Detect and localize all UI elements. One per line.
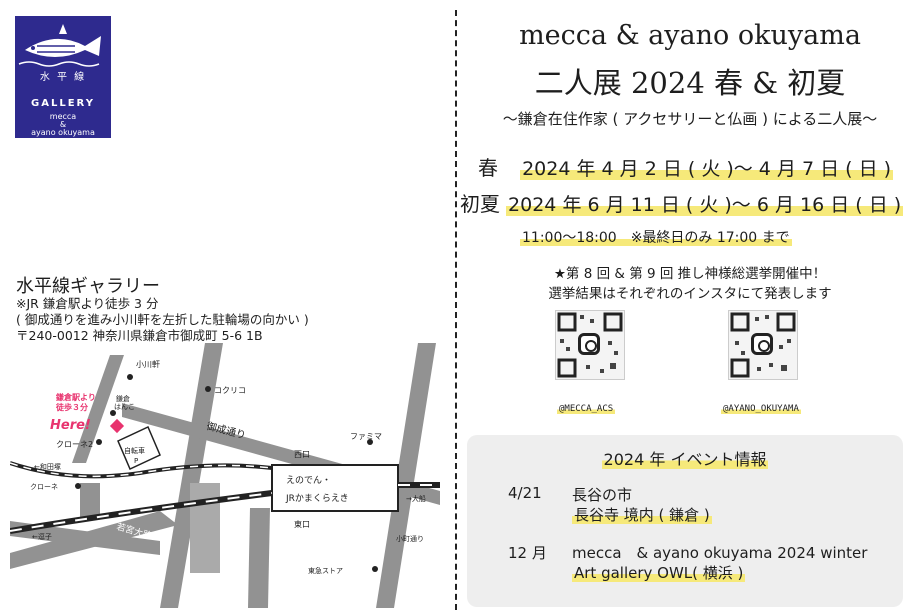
instagram-handle-ayano[interactable]: @AYANO_OKUYAMA	[721, 404, 801, 414]
bicycle-parking	[117, 425, 161, 471]
marker-familymart	[367, 439, 373, 445]
period-summer: 初夏 2024 年 6 月 11 日 ( 火 )〜 6 月 16 日 ( 日 )	[460, 188, 904, 217]
marker-hanko	[110, 410, 116, 416]
marker-tokyu	[372, 566, 378, 572]
period-dates: 2024 年 4 月 2 日 ( 火 )〜 4 月 7 日 ( 日 )	[520, 158, 894, 180]
label-to-wadazuka: ←和田塚	[34, 462, 61, 471]
event-place: Art gallery OWL( 横浜 )	[572, 562, 746, 583]
fish-icon	[18, 24, 101, 67]
instagram-icon	[578, 333, 600, 355]
label-komachi: 小町通り	[396, 534, 424, 543]
gallery-logo: 水 平 線 GALLERY mecca & ayano okuyama	[15, 16, 111, 138]
events-title: 2024 年 イベント情報	[467, 446, 903, 470]
logo-line1: mecca	[49, 112, 77, 121]
marker-clone	[75, 483, 81, 489]
marker-clone2	[96, 439, 102, 445]
label-bicycle-2: P	[134, 457, 138, 465]
event-date: 4/21	[508, 484, 542, 502]
label-east-exit: 東口	[294, 519, 310, 529]
label-from-station-1: 鎌倉駅より	[55, 392, 96, 402]
handle-text: @AYANO_OKUYAMA	[721, 404, 801, 414]
label-clone: クローネ	[30, 483, 58, 491]
label-here: Here!	[50, 418, 91, 433]
marker-ogawaken	[127, 374, 133, 380]
label-hanko-2: はんこ	[114, 403, 135, 411]
logo-line2: &	[59, 120, 67, 129]
label-kokuriko: コクリコ	[214, 386, 246, 395]
label-to-ofuna: →大船	[406, 494, 426, 503]
instagram-icon	[751, 333, 773, 355]
label-jr: JRかまくらえき	[285, 493, 349, 504]
hours-text: 11:00〜18:00 ※最終日のみ 17:00 まで	[520, 230, 792, 246]
events-title-text: 2024 年 イベント情報	[601, 450, 769, 469]
period-label: 春	[478, 156, 498, 180]
qr-pattern	[557, 312, 623, 378]
label-familymart: ファミマ	[350, 432, 382, 441]
notice-line-2: 選挙結果はそれぞれのインスタにて発表します	[548, 286, 832, 302]
label-from-station-2: 徒歩３分	[55, 402, 88, 412]
label-clone2: クローネ2	[56, 440, 93, 449]
gallery-name: 水平線ギャラリー	[16, 276, 160, 297]
event-name: 長谷の市	[572, 486, 633, 504]
gallery-directions: ( 御成通りを進み小川軒を左折した駐輪場の向かい )	[16, 312, 309, 327]
label-hanko-1: 鎌倉	[116, 394, 130, 403]
logo-line3: ayano okuyama	[31, 128, 95, 137]
event-place-text: 長谷寺 境内 ( 鎌倉 )	[572, 506, 712, 524]
marker-kokuriko	[205, 386, 211, 392]
label-bicycle-1: 自転車	[124, 446, 145, 455]
station-box	[271, 464, 399, 512]
dashed-divider	[455, 10, 457, 610]
logo-gallery: GALLERY	[31, 98, 95, 109]
event-place-text: Art gallery OWL( 横浜 )	[572, 564, 746, 582]
period-label: 初夏	[460, 192, 500, 216]
instagram-handle-mecca[interactable]: @MECCA_ACS	[557, 404, 616, 414]
qr-code-mecca[interactable]	[555, 310, 625, 380]
label-to-zushi: ←逗子	[32, 532, 52, 541]
label-tokyu: 東急ストア	[308, 566, 343, 575]
page-title: mecca & ayano okuyama	[519, 20, 861, 51]
handle-text: @MECCA_ACS	[557, 404, 616, 414]
access-map: 小川軒 コクリコ 鎌倉 はんこ 鎌倉駅より 徒歩３分 Here! クローネ2 自…	[10, 343, 440, 608]
event-place: 長谷寺 境内 ( 鎌倉 )	[572, 504, 712, 525]
period-spring: 春 2024 年 4 月 2 日 ( 火 )〜 4 月 7 日 ( 日 )	[478, 152, 894, 181]
exhibition-title: 二人展 2024 春 & 初夏	[534, 66, 846, 100]
gallery-address: 〒240-0012 神奈川県鎌倉市御成町 5-6 1B	[16, 328, 263, 343]
qr-code-ayano[interactable]	[728, 310, 798, 380]
event-date: 12 月	[508, 544, 547, 562]
label-west-exit: 西口	[294, 450, 310, 459]
event-name: mecca & ayano okuyama 2024 winter	[572, 544, 868, 562]
logo-kanji: 水 平 線	[39, 72, 87, 83]
exhibition-subtitle: 〜鎌倉在住作家 ( アクセサリーと仏画 ) による二人展〜	[502, 110, 878, 128]
opening-hours: 11:00〜18:00 ※最終日のみ 17:00 まで	[520, 227, 792, 247]
label-enoden: えのでん・	[286, 475, 331, 486]
notice-line-1: ★第 8 回 & 第 9 回 推し神様総選挙開催中！	[553, 266, 827, 282]
period-dates: 2024 年 6 月 11 日 ( 火 )〜 6 月 16 日 ( 日 )	[506, 194, 904, 216]
qr-pattern	[730, 312, 796, 378]
label-ogawaken: 小川軒	[136, 360, 160, 369]
gallery-access: ※JR 鎌倉駅より徒歩 3 分	[16, 296, 159, 311]
here-marker-icon	[109, 418, 125, 434]
